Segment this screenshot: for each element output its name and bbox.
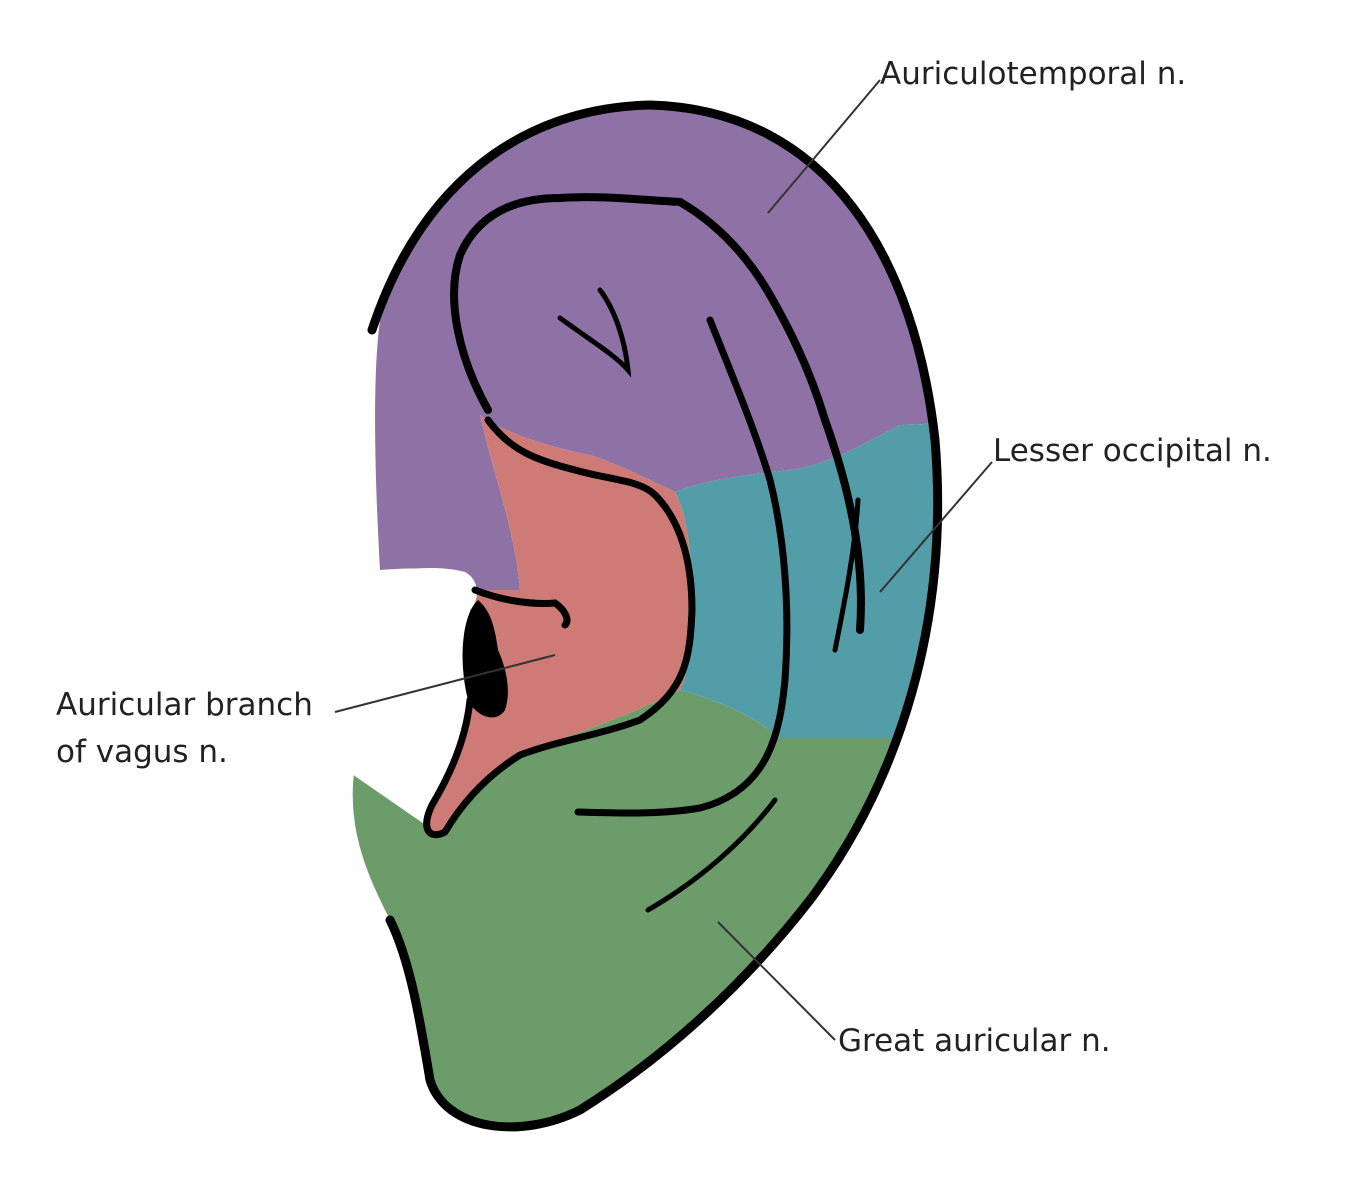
lobule-crease [645,797,778,913]
inner-crus-line [574,316,791,817]
triangular-fossa-mark [557,287,632,378]
auriculotemporal-region [352,105,938,600]
auriculotemporal-label: Auriculotemporal n. [880,56,1186,92]
scapha-line [832,497,861,653]
vagus-label-line2: of vagus n. [56,734,228,770]
great-auricular-leader [717,921,836,1041]
lesser-occipital-leader [879,461,993,593]
lesser-occipital-label: Lesser occipital n. [993,433,1272,469]
ear-canal-notch [340,568,477,762]
helix-outline [367,100,943,1132]
vagus-label-line1: Auricular branch [56,687,313,723]
great-auricular-label: Great auricular n. [838,1023,1111,1059]
concha-boundary [423,416,696,839]
tragus-curve [471,586,571,629]
auriculotemporal-leader [767,79,881,214]
antihelix-outline [450,193,865,634]
ear-canal-opening [462,600,508,718]
vagus-leader [334,654,556,713]
vagus-region [423,415,692,835]
